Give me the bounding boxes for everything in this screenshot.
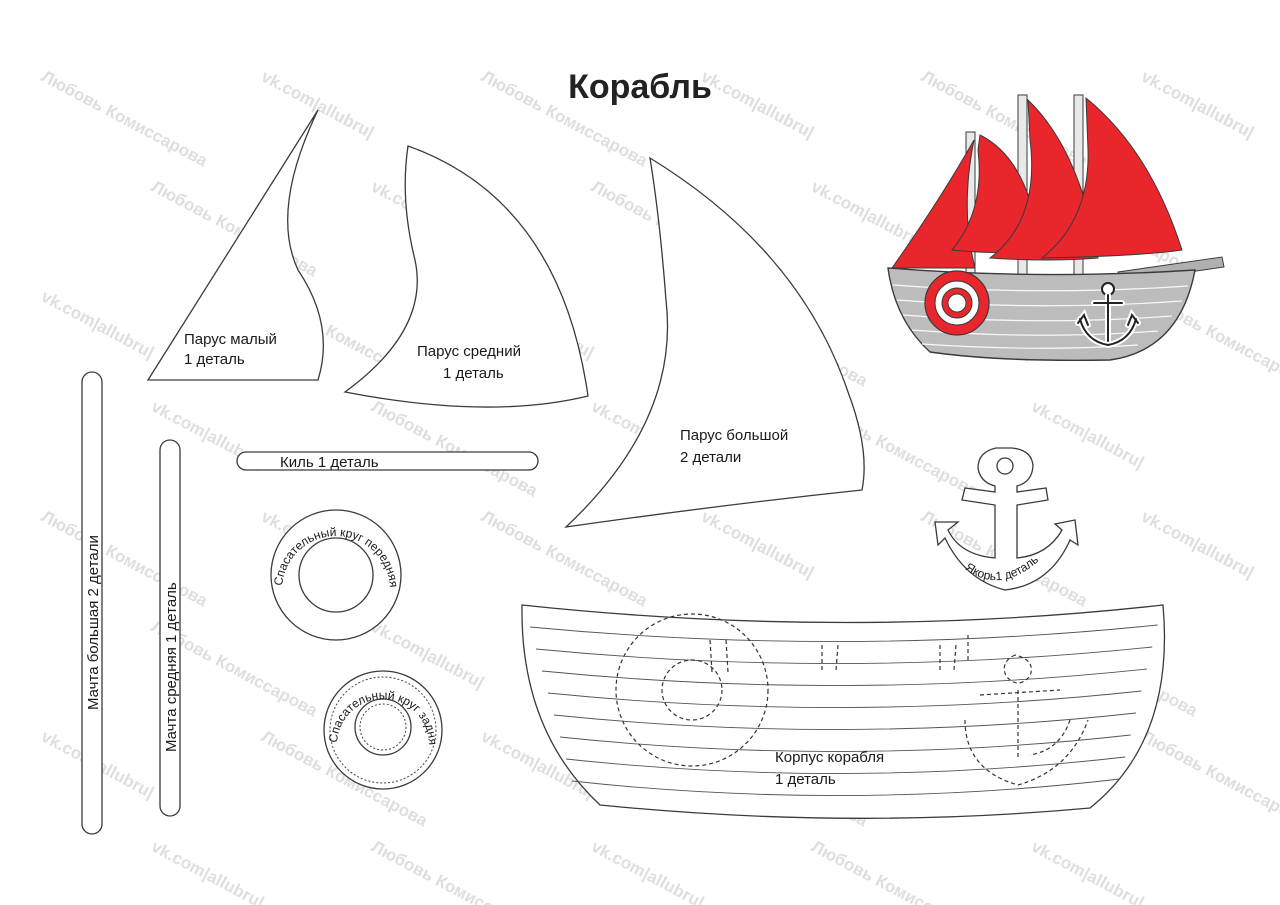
- mast-large-label: Мачта большая 2 детали: [85, 535, 102, 710]
- hull-pattern: Корпус корабля 1 деталь: [521, 604, 1166, 819]
- keel-pattern: Киль 1 деталь: [236, 451, 539, 471]
- mast-medium-label: Мачта средняя 1 деталь: [163, 582, 180, 752]
- watermark-text: vk.com|allubru|: [38, 287, 157, 362]
- sail-large-count: 2 детали: [680, 449, 741, 466]
- hull-plank-line: [541, 668, 1147, 686]
- anchor-icon: [1075, 282, 1141, 349]
- hull-plank-line: [565, 756, 1126, 774]
- hull-plank-line: [535, 646, 1153, 664]
- hull-plank-line: [547, 690, 1142, 708]
- watermark-text: vk.com|allubru|: [808, 177, 927, 252]
- sail-medium-pattern: Парус средний 1 деталь: [343, 145, 589, 408]
- hull-name: Корпус корабля: [775, 749, 884, 766]
- page-title: Корабль: [568, 68, 712, 106]
- watermark-text: vk.com|allubru|: [588, 837, 707, 905]
- watermark-text: vk.com|allubru|: [148, 837, 267, 905]
- watermark-text: vk.com|allubru|: [698, 67, 817, 142]
- mast-large-pattern: Мачта большая 2 детали: [81, 371, 103, 835]
- anchor-pattern: Якорь1 деталь: [934, 447, 1079, 591]
- watermark-text: Любовь Комиссарова: [478, 507, 651, 611]
- hull-plank-line: [553, 712, 1137, 730]
- sail-large-pattern: Парус большой 2 детали: [564, 156, 865, 528]
- watermark-text: vk.com|allubru|: [1138, 507, 1257, 582]
- sail-small-pattern: Парус малый 1 деталь: [146, 109, 324, 381]
- sail-medium-count: 1 деталь: [443, 365, 504, 382]
- watermark-text: Любовь Комиссарова: [368, 837, 541, 905]
- watermark-text: vk.com|allubru|: [1138, 67, 1257, 142]
- hull-plank-line: [529, 624, 1158, 642]
- watermark-text: Любовь Комиссарова: [368, 397, 541, 501]
- watermark-text: vk.com|allubru|: [258, 67, 377, 142]
- watermark-text: Любовь Комиссарова: [808, 837, 981, 905]
- sail-large-name: Парус большой: [680, 427, 788, 444]
- sail-small-count: 1 деталь: [184, 351, 245, 368]
- watermark-text: Любовь Комиссарова: [1138, 727, 1280, 831]
- watermark-text: Любовь Комиссарова: [38, 507, 211, 611]
- mast-medium-pattern: Мачта средняя 1 деталь: [159, 439, 181, 817]
- ship-illustration: [887, 94, 1225, 362]
- watermark-text: vk.com|allubru|: [1028, 397, 1147, 472]
- sail-medium-name: Парус средний: [417, 343, 521, 360]
- hull-count: 1 деталь: [775, 771, 836, 788]
- watermark-text: vk.com|allubru|: [1028, 837, 1147, 905]
- hull-plank-line: [571, 778, 1120, 796]
- sail-small-name: Парус малый: [184, 331, 277, 348]
- watermark-text: vk.com|allubru|: [698, 507, 817, 582]
- watermark-text: Любовь Комиссарова: [38, 67, 211, 171]
- keel-label: Киль 1 деталь: [280, 454, 379, 471]
